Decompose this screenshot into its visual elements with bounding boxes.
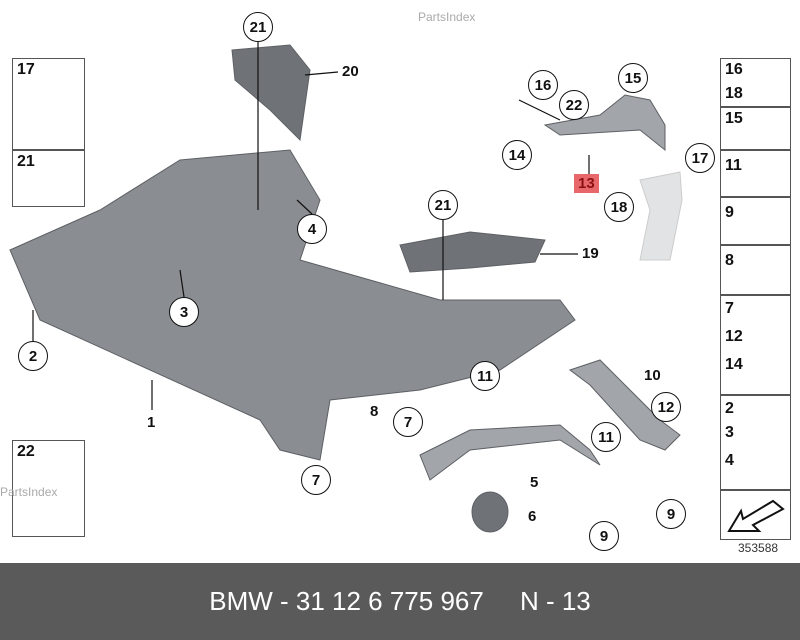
- upper-arm: [543, 94, 666, 152]
- callout-11: 11: [591, 422, 621, 452]
- watermark: PartsIndex: [0, 485, 58, 499]
- parts-illustration: [9, 42, 683, 533]
- callout-7: 7: [301, 465, 331, 495]
- fastener-box-21: 21: [12, 150, 85, 207]
- diagram-number: 353588: [738, 541, 779, 555]
- callout-7: 7: [393, 407, 423, 437]
- callout-18: 18: [604, 192, 634, 222]
- callout-20: 20: [342, 63, 359, 80]
- fastener-box-22: 22: [12, 440, 85, 537]
- callout-12: 12: [651, 392, 681, 422]
- fastener-box-9: 9: [720, 197, 791, 245]
- callout-15: 15: [618, 63, 648, 93]
- callout-14: 14: [502, 140, 532, 170]
- callout-2: 2: [18, 341, 48, 371]
- callout-13-highlighted: 13: [574, 174, 599, 193]
- callout-22: 22: [559, 90, 589, 120]
- part-number-footer: BMW - 31 12 6 775 967 N - 13: [0, 563, 800, 640]
- tension-strut: [568, 359, 681, 451]
- callout-6: 6: [528, 508, 537, 525]
- bushing: [471, 491, 509, 533]
- callout-9: 9: [656, 499, 686, 529]
- heat-shield-right: [399, 231, 546, 273]
- callout-4: 4: [297, 214, 327, 244]
- callout-3: 3: [169, 297, 199, 327]
- callout-21: 21: [243, 12, 273, 42]
- callout-5: 5: [530, 474, 539, 491]
- callout-9: 9: [589, 521, 619, 551]
- fastener-box-17: 17: [12, 58, 85, 150]
- callout-21: 21: [428, 190, 458, 220]
- callout-1: 1: [147, 414, 156, 431]
- callout-10: 10: [644, 367, 661, 384]
- subframe: [9, 149, 576, 461]
- direction-arrow-box: [720, 490, 791, 540]
- heat-shield-top: [231, 44, 311, 142]
- watermark: PartsIndex: [418, 10, 476, 24]
- arrow-icon: [727, 499, 785, 532]
- lower-arm: [419, 424, 601, 481]
- callout-11: 11: [470, 361, 500, 391]
- callout-8: 8: [370, 403, 379, 420]
- fastener-box-15: 15: [720, 107, 791, 150]
- callout-16: 16: [528, 70, 558, 100]
- fastener-box-8: 8: [720, 245, 791, 295]
- callout-17: 17: [685, 143, 715, 173]
- cover-18: [639, 171, 683, 261]
- fastener-box-11: 11: [720, 150, 791, 197]
- callout-19: 19: [582, 245, 599, 262]
